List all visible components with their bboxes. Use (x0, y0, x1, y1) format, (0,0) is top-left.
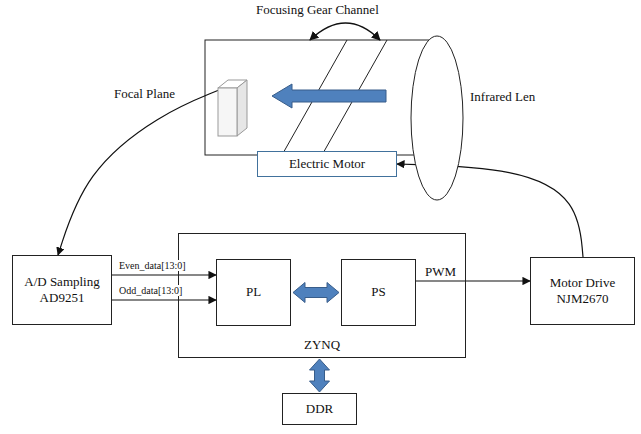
signal-arrow (58, 90, 219, 255)
node-label: PS (371, 284, 385, 300)
adc-box: A/D Sampling AD9251 (12, 255, 112, 325)
driver-box: Motor Drive NJM2670 (530, 257, 635, 325)
signal-label: PWM (424, 264, 457, 280)
ps-box: PS (341, 259, 416, 326)
node-label: Infrared Len (470, 89, 535, 105)
gear-rotation-arrow (310, 23, 380, 40)
node-label: Focal Plane (114, 86, 175, 102)
signal-arrow (112, 299, 216, 300)
light-direction-arrow (272, 84, 386, 108)
zynq-box: ZYNQ PL PS (178, 233, 466, 358)
signal-label: Even_data[13:0] (118, 260, 187, 271)
lens-shape (410, 35, 464, 201)
ddr-box: DDR (282, 393, 357, 425)
focal-plane: Focal Plane (213, 78, 249, 138)
bus-arrow (293, 283, 339, 303)
node-label: A/D Sampling AD9251 (18, 274, 106, 307)
node-label: DDR (306, 401, 333, 417)
pl-box: PL (216, 259, 291, 326)
lens-barrel (205, 40, 432, 155)
motor-box: Electric Motor (257, 151, 397, 177)
part-label: Focusing Gear Channel (255, 2, 380, 18)
signal-label: Odd_data[13:0] (118, 285, 183, 296)
node-label: PL (246, 284, 261, 300)
signal-arrow (416, 280, 530, 281)
node-label: Motor Drive NJM2670 (536, 275, 629, 308)
node-label: Electric Motor (289, 156, 365, 172)
infrared-lens: Infrared Len (410, 35, 464, 201)
signal-arrow (112, 274, 216, 275)
focal-plane-shape (213, 78, 249, 138)
node-label: ZYNQ (179, 337, 465, 353)
bus-arrow (310, 359, 330, 392)
